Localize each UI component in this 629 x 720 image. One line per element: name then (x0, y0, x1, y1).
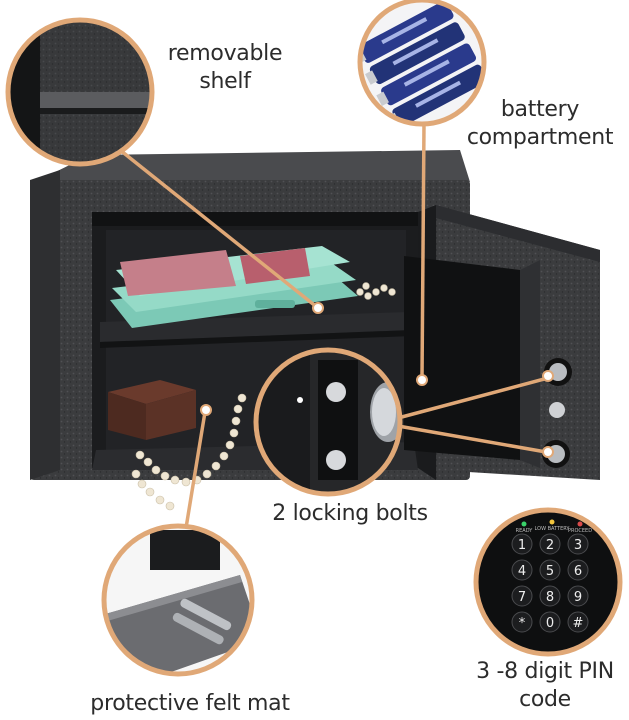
svg-text:6: 6 (574, 564, 582, 579)
label-locking-bolts: 2 locking bolts (272, 501, 428, 526)
status-low-battery: LOW BATTERY (535, 526, 571, 532)
status-proceed: PROCEED (568, 528, 592, 534)
svg-text:4: 4 (518, 564, 526, 579)
felt-mat-icon (101, 523, 255, 677)
svg-text:8: 8 (546, 590, 554, 605)
folder-stack (110, 246, 358, 328)
svg-text:1: 1 (518, 538, 526, 553)
callout-lines (118, 123, 549, 529)
keypad-keys: 1 2 3 4 5 6 7 8 9 * 0 # (511, 533, 589, 633)
key-3[interactable]: 3 (567, 533, 589, 555)
svg-text:5: 5 (546, 564, 554, 579)
label-line: code (519, 687, 571, 712)
label-line: shelf (199, 69, 251, 94)
svg-text:2: 2 (546, 538, 554, 553)
safe-door (404, 205, 600, 480)
svg-text:3: 3 (574, 538, 582, 553)
key-9[interactable]: 9 (567, 585, 589, 607)
shelf-detail-circle (5, 17, 155, 167)
callout-dots (200, 302, 554, 458)
key-2[interactable]: 2 (539, 533, 561, 555)
label-line: battery (500, 97, 580, 122)
label-removable-shelf: removable shelf (150, 40, 300, 96)
key-1[interactable]: 1 (511, 533, 533, 555)
key-4[interactable]: 4 (511, 559, 533, 581)
label-line: 3 -8 digit PIN (476, 659, 614, 684)
key-hash[interactable]: # (567, 611, 589, 633)
label-line: compartment (466, 125, 614, 150)
svg-text:0: 0 (546, 616, 554, 631)
jewelry-box (108, 380, 196, 440)
key-8[interactable]: 8 (539, 585, 561, 607)
label-battery-compartment: battery compartment (450, 96, 629, 152)
label-felt-mat: protective felt mat (90, 691, 290, 716)
key-0[interactable]: 0 (539, 611, 561, 633)
battery-icon (357, 0, 487, 127)
key-6[interactable]: 6 (567, 559, 589, 581)
key-star[interactable]: * (511, 611, 533, 633)
svg-text:9: 9 (574, 590, 582, 605)
label-line: removable (167, 41, 283, 66)
svg-text:*: * (519, 616, 526, 631)
status-ready: READY (516, 528, 534, 534)
pearl-necklace (131, 282, 396, 511)
svg-text:#: # (573, 616, 584, 631)
svg-text:7: 7 (518, 590, 526, 605)
key-7[interactable]: 7 (511, 585, 533, 607)
key-5[interactable]: 5 (539, 559, 561, 581)
label-pin-code: 3 -8 digit PIN code (460, 658, 629, 714)
